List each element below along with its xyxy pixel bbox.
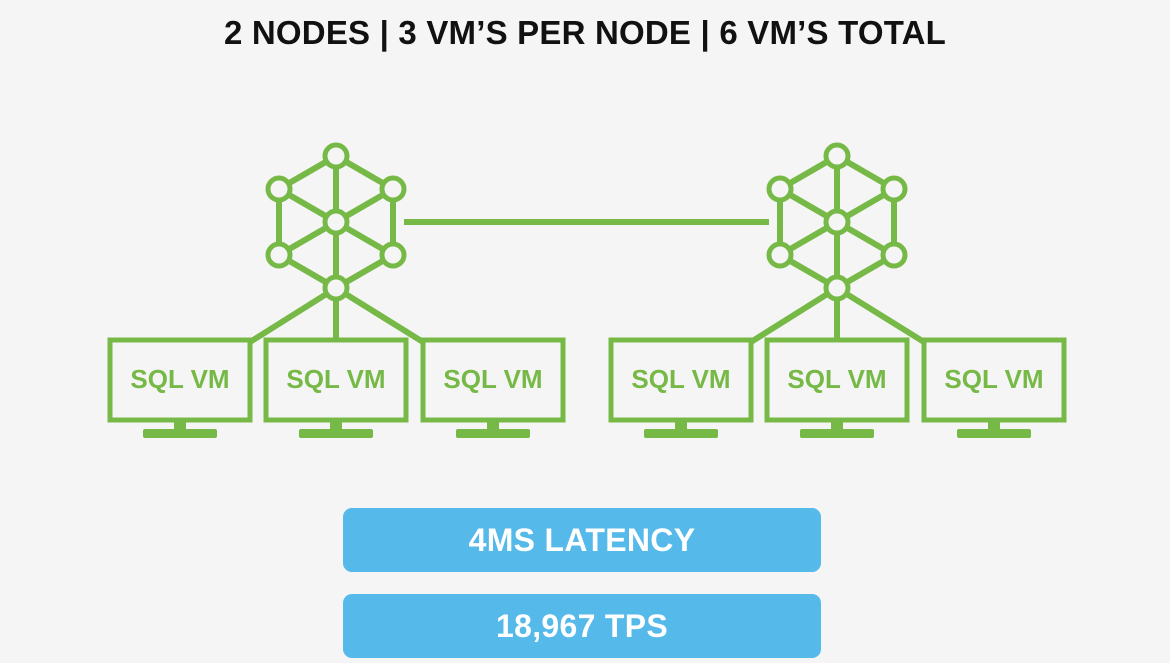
vm-label: SQL VM [443,364,542,394]
vm-label: SQL VM [944,364,1043,394]
vm-connection-line [835,285,926,345]
page-title: 2 NODES | 3 VM’S PER NODE | 6 VM’S TOTAL [223,14,947,51]
vm-label: SQL VM [286,364,385,394]
sql-vm-monitor: SQL VM [764,337,910,438]
vm-connection-line [248,285,338,345]
sql-vm-monitor: SQL VM [107,337,253,438]
vm-label: SQL VM [631,364,730,394]
sql-vm-monitor: SQL VM [608,337,754,438]
vm-connection-line [749,285,839,345]
tps-badge: 18,967 TPS [343,594,821,658]
sql-vm-monitor: SQL VM [921,337,1067,438]
sql-vm-monitor: SQL VM [263,337,409,438]
cluster-node-icon [749,142,926,345]
vm-connection-line [334,285,425,345]
vm-label: SQL VM [130,364,229,394]
vm-label: SQL VM [787,364,886,394]
sql-vm-monitor: SQL VM [420,337,566,438]
latency-badge: 4MS LATENCY [343,508,821,572]
cluster-node-icon [248,142,425,345]
